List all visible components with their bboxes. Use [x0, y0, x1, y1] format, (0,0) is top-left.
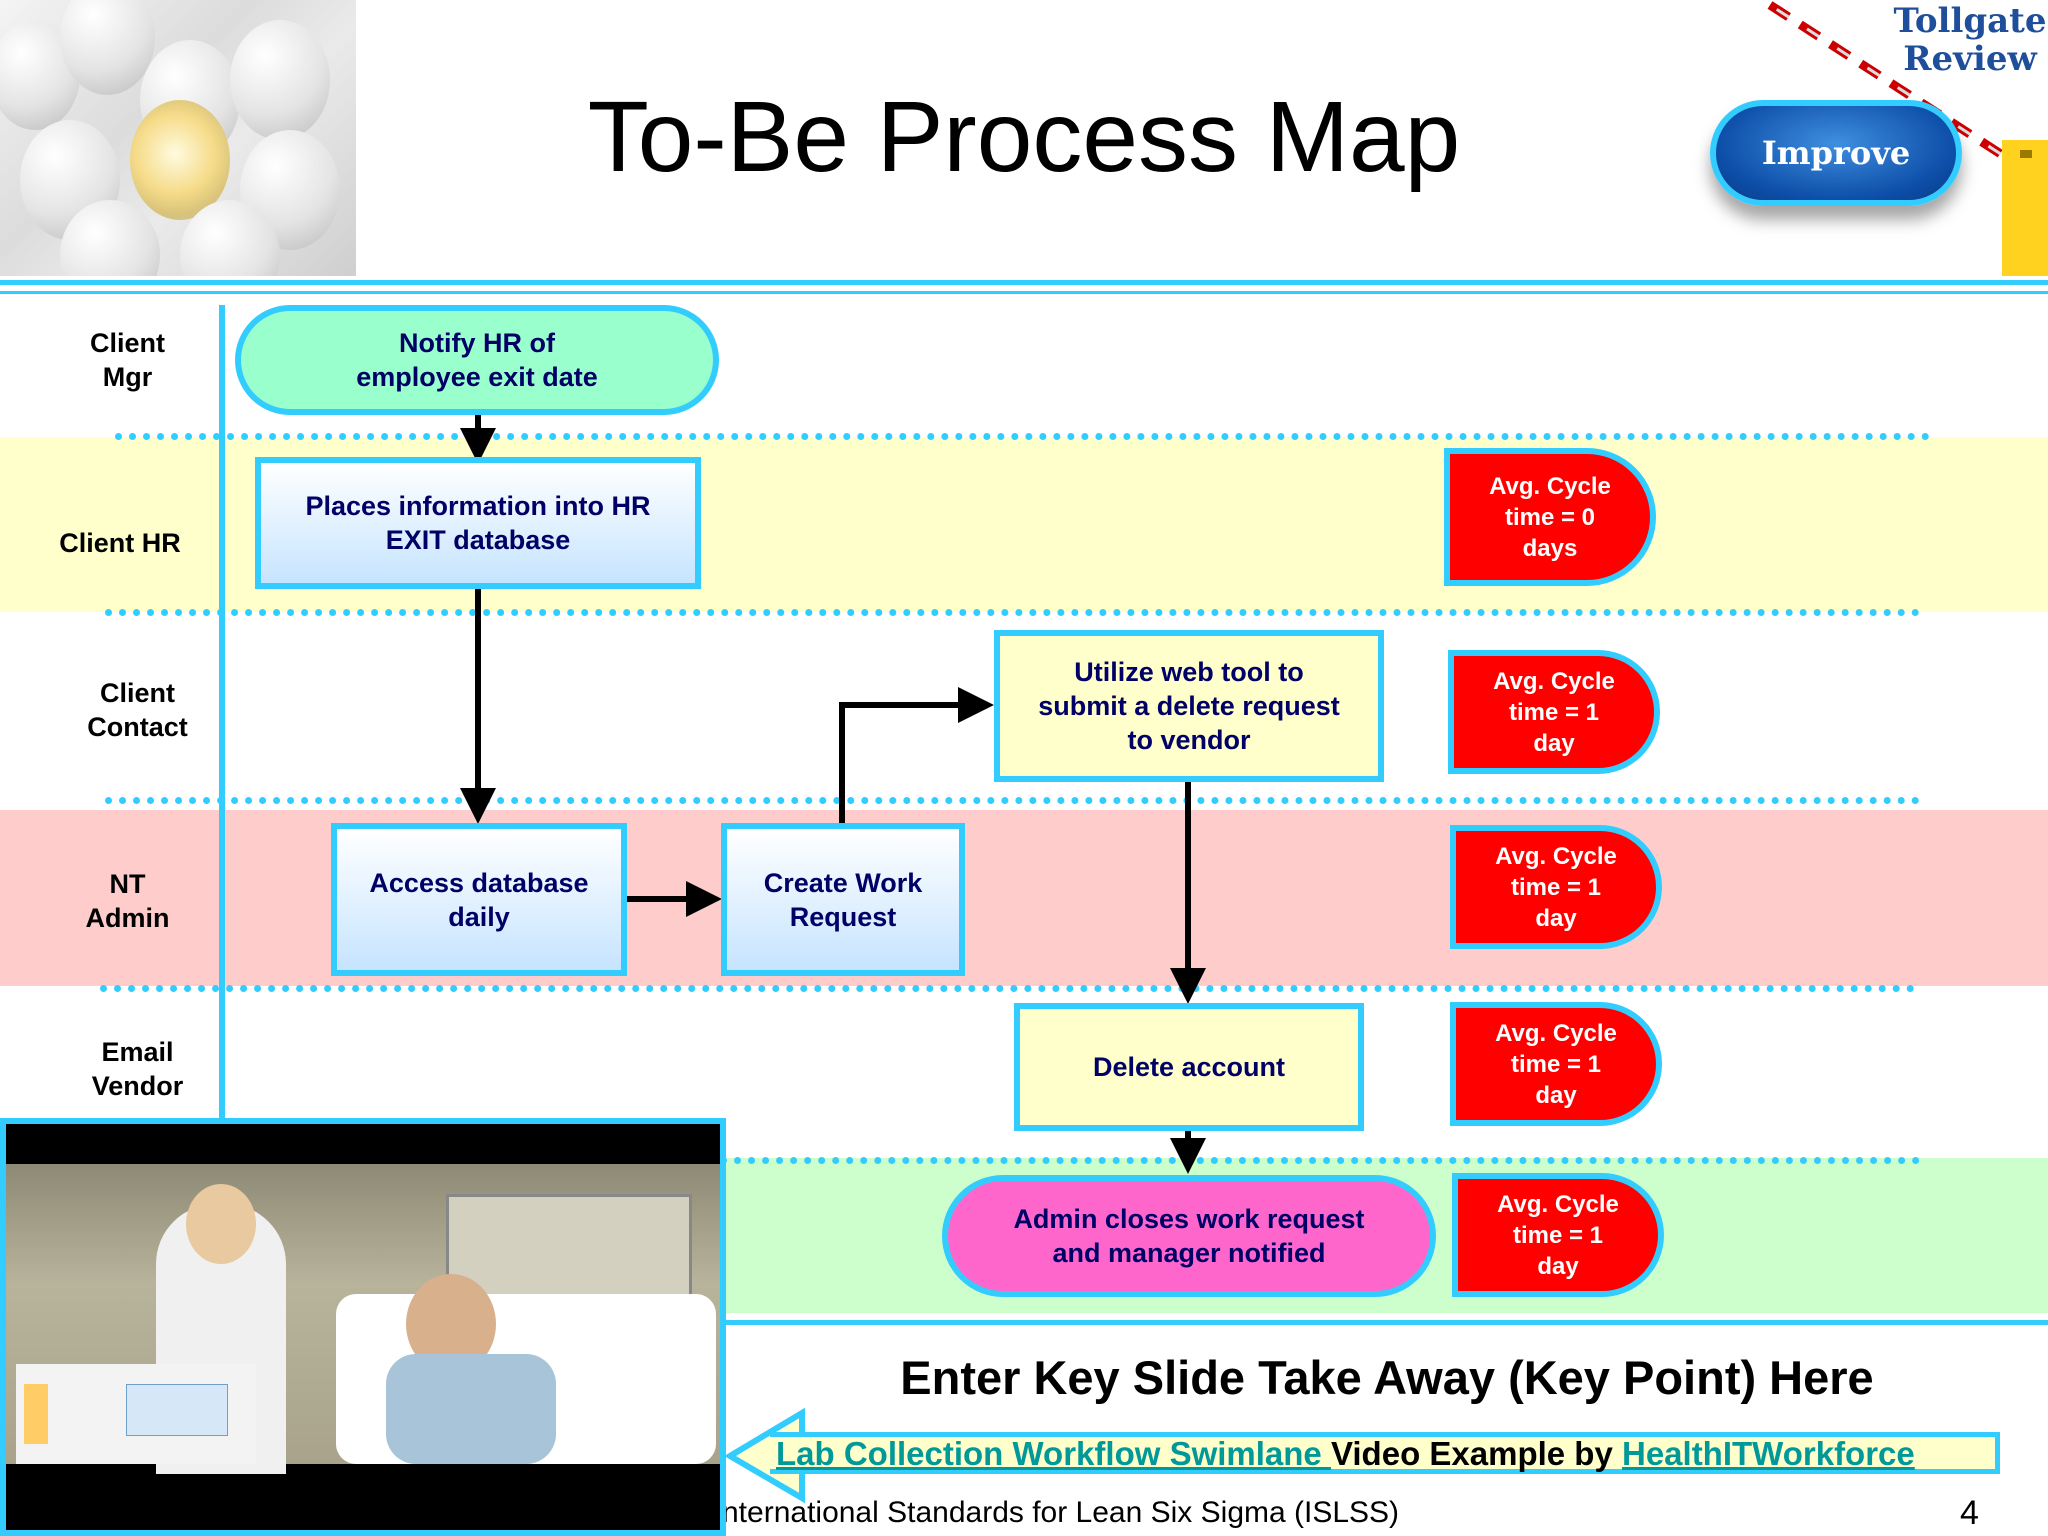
page-number: 4 [1960, 1494, 1979, 1532]
key-takeaway: Enter Key Slide Take Away (Key Point) He… [900, 1351, 1874, 1404]
connector-create-to-utilize [839, 687, 994, 826]
video-caption: Lab Collection Workflow Swimlane Video E… [776, 1432, 2016, 1476]
tollgate-graphic [1767, 1, 2048, 276]
cycle-time-client-contact: Avg. Cycle time = 1 day [1448, 650, 1660, 774]
lane-label-client-contact: Client Contact [87, 678, 188, 742]
embedded-video[interactable] [0, 1118, 726, 1536]
cycle-time-client-hr: Avg. Cycle time = 0 days [1444, 448, 1656, 586]
lane-label-email-vendor: Email Vendor [91, 1037, 184, 1101]
cycle-time-admin-close: Avg. Cycle time = 1 day [1452, 1173, 1664, 1297]
improve-label: Improve [1761, 134, 1911, 172]
healthitworkforce-link[interactable]: HealthITWorkforce [1621, 1435, 1915, 1472]
step-places-information: Places information into HR EXIT database [255, 457, 701, 589]
step-notify-hr: Notify HR of employee exit date [235, 305, 719, 415]
video-overlay-diagram [16, 1364, 256, 1464]
video-caption-bar [770, 1432, 2000, 1474]
lane-separator [100, 985, 1915, 992]
lab-collection-video-link[interactable]: Lab Collection Workflow Swimlane [776, 1435, 1331, 1472]
improve-phase-badge: Improve [1710, 100, 1962, 206]
video-caption-middle: Video Example by [1330, 1435, 1622, 1472]
tollgate-label: Tollgate Review [1890, 2, 2048, 78]
lane-label-client-mgr: Client Mgr [89, 328, 165, 392]
step-utilize-web-tool: Utilize web tool to submit a delete requ… [994, 630, 1384, 782]
cycle-time-email-vendor: Avg. Cycle time = 1 day [1450, 1002, 1662, 1126]
tollgate-line2: Review [1903, 39, 2037, 79]
lane-separator [105, 797, 1920, 804]
step-access-database: Access database daily [331, 823, 627, 976]
lane-separator [105, 609, 1920, 616]
header-divider-thin [0, 291, 2048, 294]
lane-separator [720, 1157, 1920, 1164]
footer-text: nternational Standards for Lean Six Sigm… [722, 1496, 1400, 1529]
header-divider [0, 280, 2048, 285]
cycle-time-nt-admin: Avg. Cycle time = 1 day [1450, 825, 1662, 949]
step-delete-account: Delete account [1014, 1003, 1364, 1131]
light-bulbs-image [0, 0, 356, 276]
step-admin-closes: Admin closes work request and manager no… [942, 1175, 1436, 1297]
tollgate-line1: Tollgate [1893, 1, 2047, 41]
step-create-work-request: Create Work Request [721, 823, 965, 976]
lane-label-divider [219, 305, 225, 1120]
lane-label-nt-admin: NT Admin [85, 869, 170, 933]
lane-label-client-hr: Client HR [59, 528, 181, 558]
takeaway-divider [720, 1320, 2048, 1325]
video-frame [6, 1164, 720, 1474]
lane-separator [115, 433, 1930, 440]
page-title: To-Be Process Map [587, 81, 1461, 193]
